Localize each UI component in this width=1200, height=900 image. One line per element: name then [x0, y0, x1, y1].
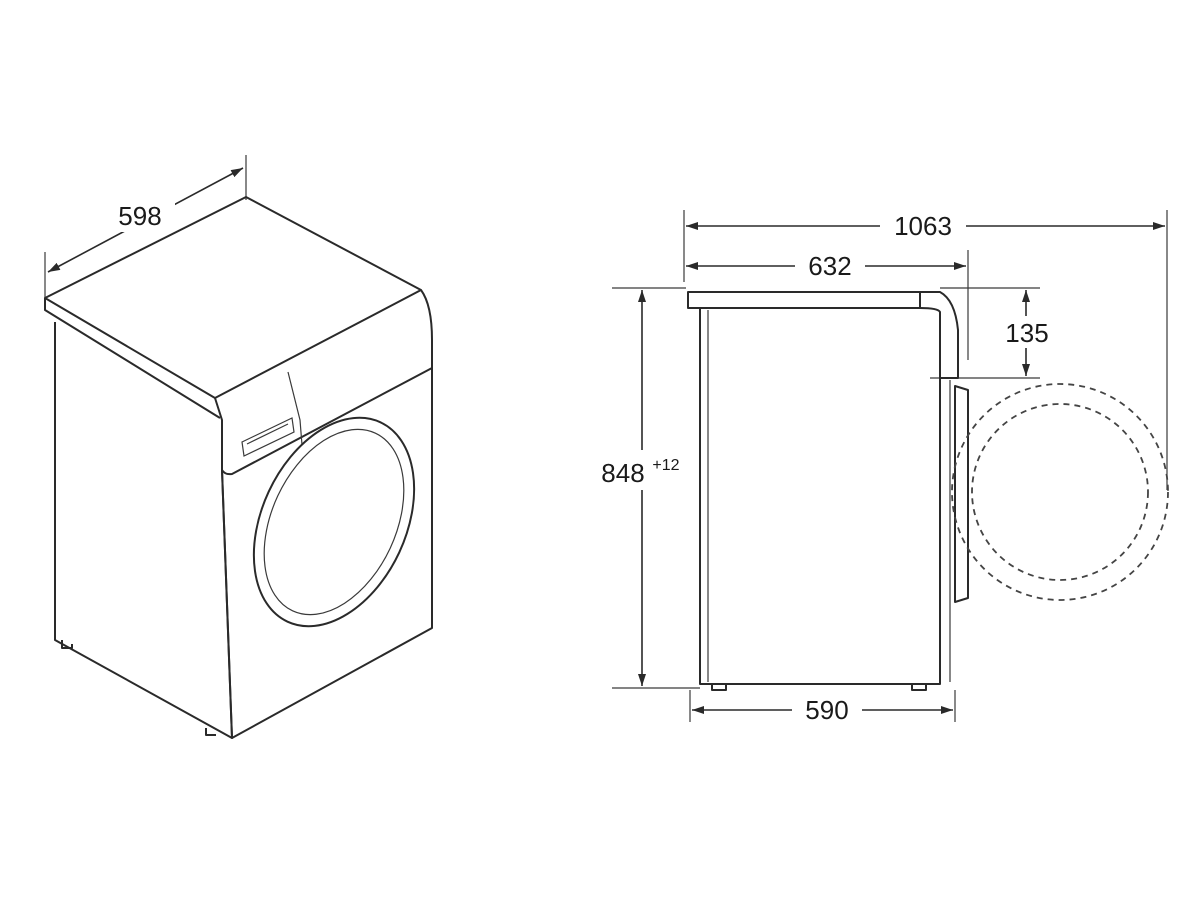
iso-foot-front: [205, 728, 216, 736]
height-label: 848: [601, 458, 644, 488]
door-open-inner-circle: [971, 403, 1149, 581]
side-top-slab: [687, 291, 921, 309]
side-body: [699, 308, 941, 685]
depth-with-top-label: 632: [808, 251, 851, 281]
iso-control-panel: [214, 367, 433, 476]
side-door-profile: [954, 385, 969, 603]
door-open-outer-circle: [951, 383, 1169, 601]
depth-door-open-dimension: 1063: [686, 210, 1165, 242]
iso-top-edge-front: [44, 298, 221, 419]
body-depth-label: 590: [805, 695, 848, 725]
iso-left-side: [54, 322, 233, 739]
side-view: 1063 632 135 848 +12 590: [592, 210, 1169, 726]
side-foot-rear: [711, 683, 727, 691]
iso-display-window: [241, 417, 295, 457]
width-label: 598: [118, 201, 161, 231]
height-dimension: 848 +12: [592, 290, 686, 686]
depth-with-top-dimension: 632: [686, 250, 966, 282]
control-panel-height-dimension: 135: [998, 290, 1056, 376]
iso-front-panel: [221, 340, 433, 739]
width-dimension: 598: [44, 155, 247, 298]
iso-top-surface: [44, 196, 422, 399]
side-control-panel: [919, 291, 959, 379]
iso-door-outer: [252, 416, 416, 628]
iso-control-panel-divider: [287, 371, 303, 446]
control-panel-height-label: 135: [1005, 318, 1048, 348]
iso-door-inner: [263, 428, 405, 616]
side-foot-front: [911, 683, 927, 691]
height-tolerance-label: +12: [652, 457, 679, 474]
iso-top-edge-right: [420, 289, 433, 341]
iso-display-inner: [246, 423, 289, 445]
iso-foot-left: [61, 640, 73, 649]
depth-door-open-label: 1063: [894, 211, 952, 241]
isometric-view: 598: [44, 155, 433, 739]
body-depth-dimension: 590: [692, 694, 953, 726]
